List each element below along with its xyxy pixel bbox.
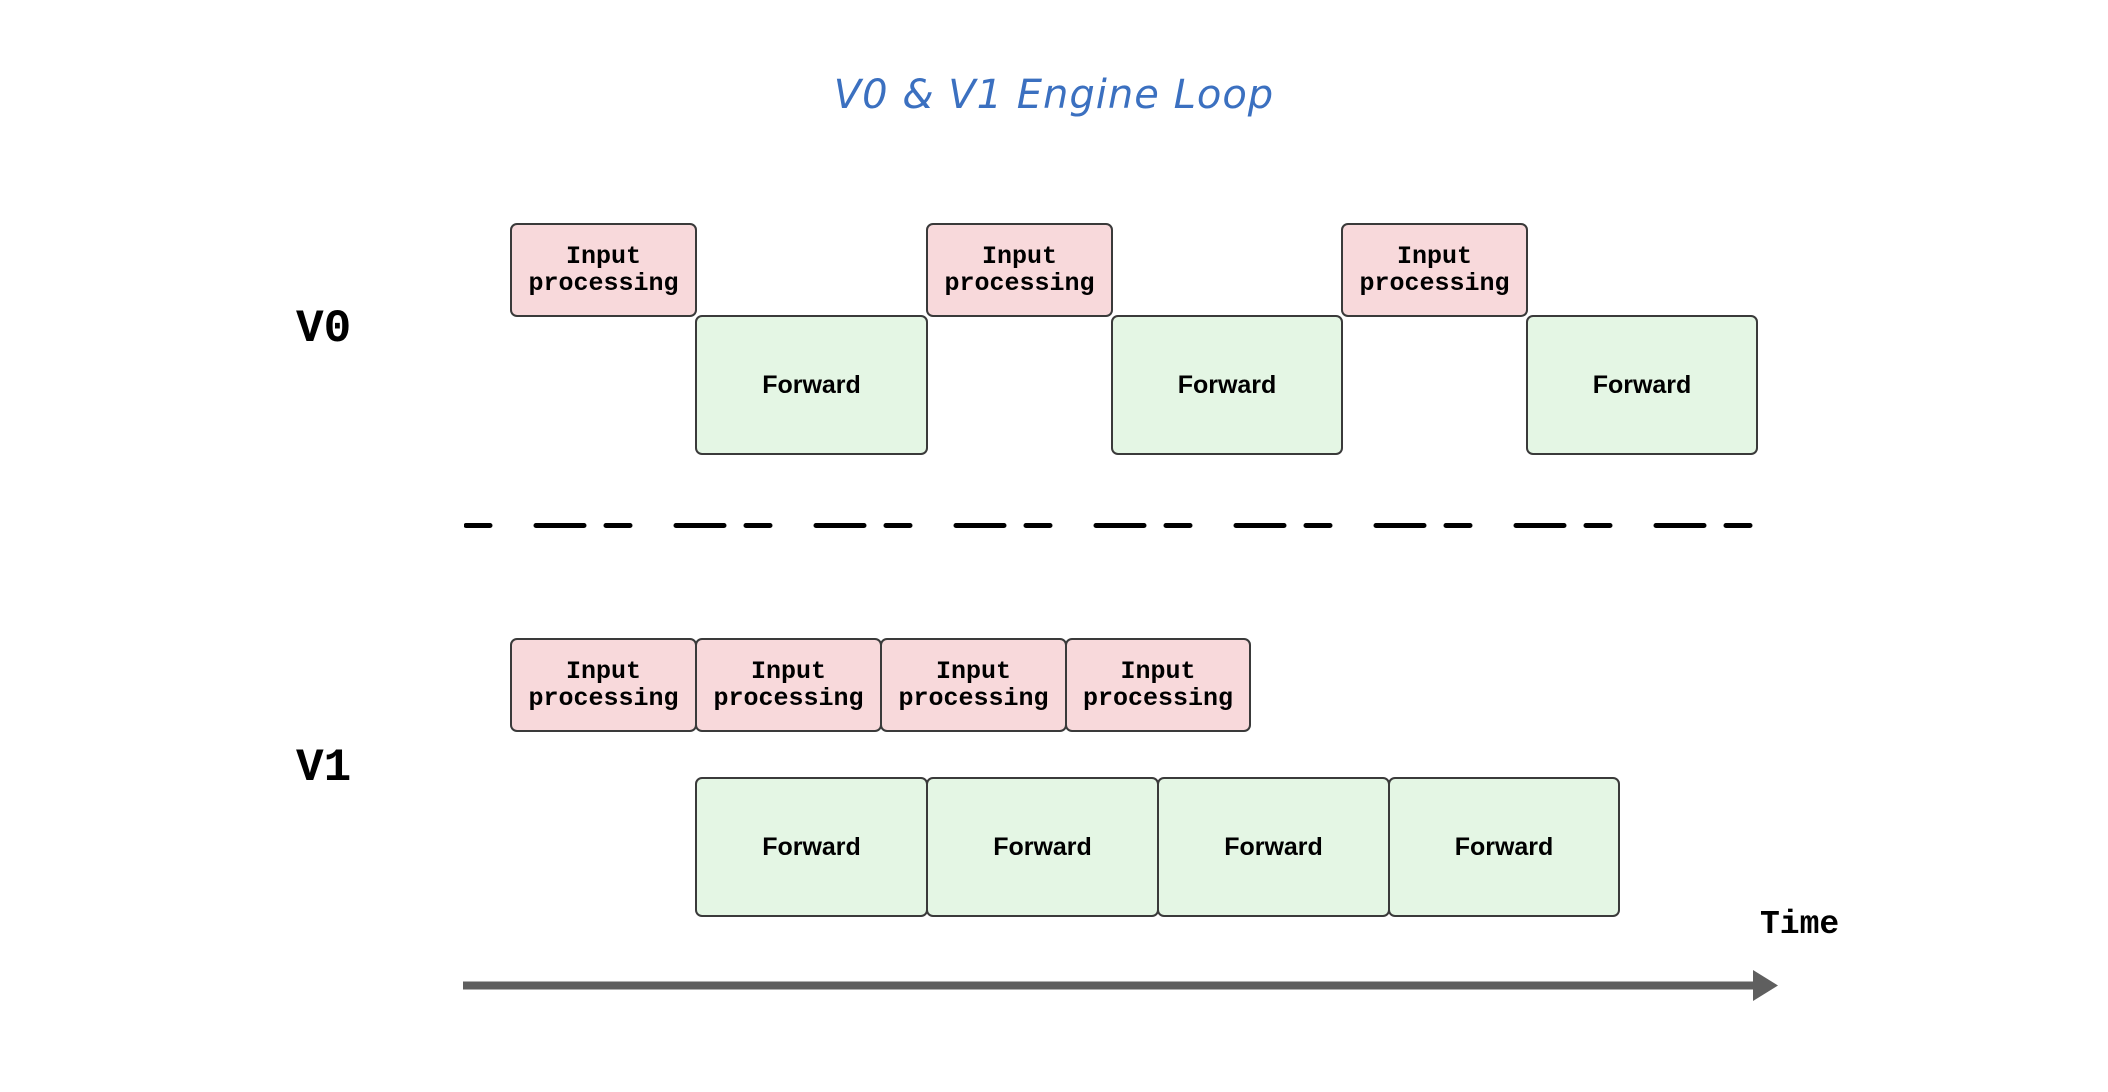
v1-forward-block-4: Forward — [1388, 777, 1620, 917]
v1-input-processing-block-2: Input processing — [695, 638, 882, 732]
row-label-v0: V0 — [296, 303, 352, 355]
v1-input-processing-block-3: Input processing — [880, 638, 1067, 732]
section-divider — [464, 523, 1790, 528]
v1-forward-block-1: Forward — [695, 777, 928, 917]
v0-input-processing-block-1: Input processing — [510, 223, 697, 317]
v1-input-processing-block-4: Input processing — [1065, 638, 1251, 732]
v0-forward-block-3: Forward — [1526, 315, 1758, 455]
diagram-title: V0 & V1 Engine Loop — [833, 72, 1275, 118]
v1-input-processing-block-1: Input processing — [510, 638, 697, 732]
v0-forward-block-2: Forward — [1111, 315, 1343, 455]
v1-forward-block-2: Forward — [926, 777, 1159, 917]
row-label-v1: V1 — [296, 742, 352, 794]
v0-input-processing-block-2: Input processing — [926, 223, 1113, 317]
arrowhead-icon — [1753, 970, 1778, 1001]
v0-forward-block-1: Forward — [695, 315, 928, 455]
time-axis-arrow — [463, 970, 1778, 1001]
v0-input-processing-block-3: Input processing — [1341, 223, 1528, 317]
v1-forward-block-3: Forward — [1157, 777, 1390, 917]
time-axis-label: Time — [1760, 906, 1840, 943]
